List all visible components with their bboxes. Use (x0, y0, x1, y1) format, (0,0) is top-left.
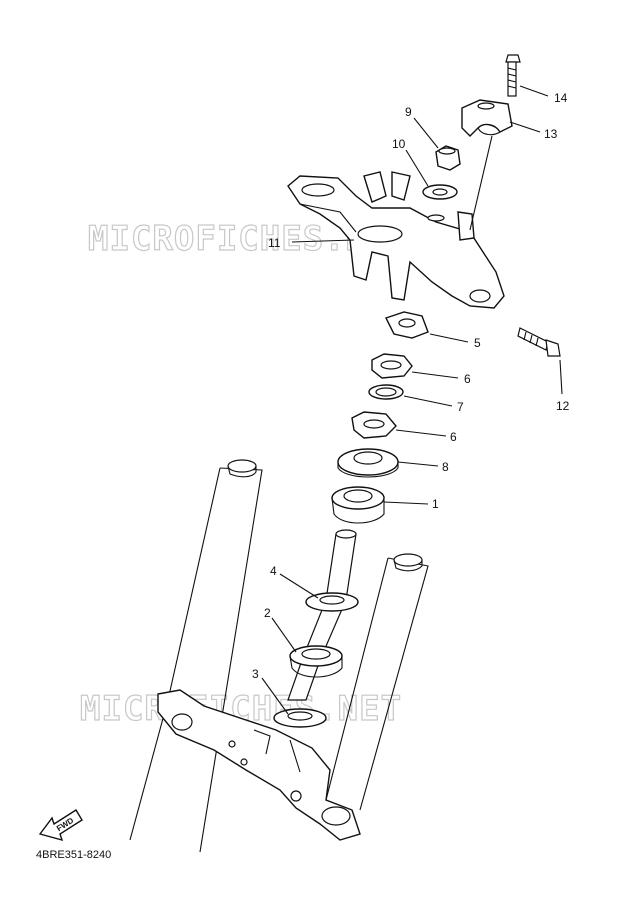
callout-1: 1 (432, 497, 439, 511)
callout-3: 3 (252, 667, 259, 681)
callout-8: 8 (442, 460, 449, 474)
callout-6-lower: 6 (450, 430, 457, 444)
callout-10: 10 (392, 137, 406, 151)
part-4-washer (305, 592, 359, 612)
part-11-upper-bracket (287, 171, 505, 309)
part-1-bearing (331, 486, 385, 524)
fwd-arrow-icon: FWD (38, 809, 83, 842)
part-6-ring-nut-upper (371, 353, 413, 379)
callout-4: 4 (270, 564, 277, 578)
fork-tube-right (325, 553, 429, 811)
callout-9: 9 (405, 105, 412, 119)
part-2-bearing (289, 645, 343, 678)
leader-lines (261, 85, 563, 715)
callout-12: 12 (556, 399, 570, 413)
callout-11: 11 (268, 236, 281, 250)
part-8-bearing-cover (337, 448, 399, 478)
fork-tube-left (129, 459, 263, 853)
callout-7: 7 (457, 400, 464, 414)
part-10-washer (422, 184, 458, 200)
part-12-bolt (517, 327, 561, 357)
callout-5: 5 (474, 336, 481, 350)
part-7-washer (368, 384, 404, 400)
part-9-nut (435, 145, 461, 171)
lower-bracket (157, 689, 361, 841)
steering-stem (287, 529, 357, 701)
part-13-handlebar-holder (461, 99, 513, 137)
part-3-seal (273, 708, 327, 728)
part-5-cover (385, 311, 429, 339)
callout-6-upper: 6 (464, 372, 471, 386)
part-14-bolt (505, 54, 521, 97)
part-code: 4BRE351-8240 (36, 849, 112, 861)
callout-13: 13 (544, 127, 558, 141)
callout-14: 14 (554, 91, 568, 105)
callout-2: 2 (264, 606, 271, 620)
part-6-ring-nut-lower (351, 411, 397, 439)
